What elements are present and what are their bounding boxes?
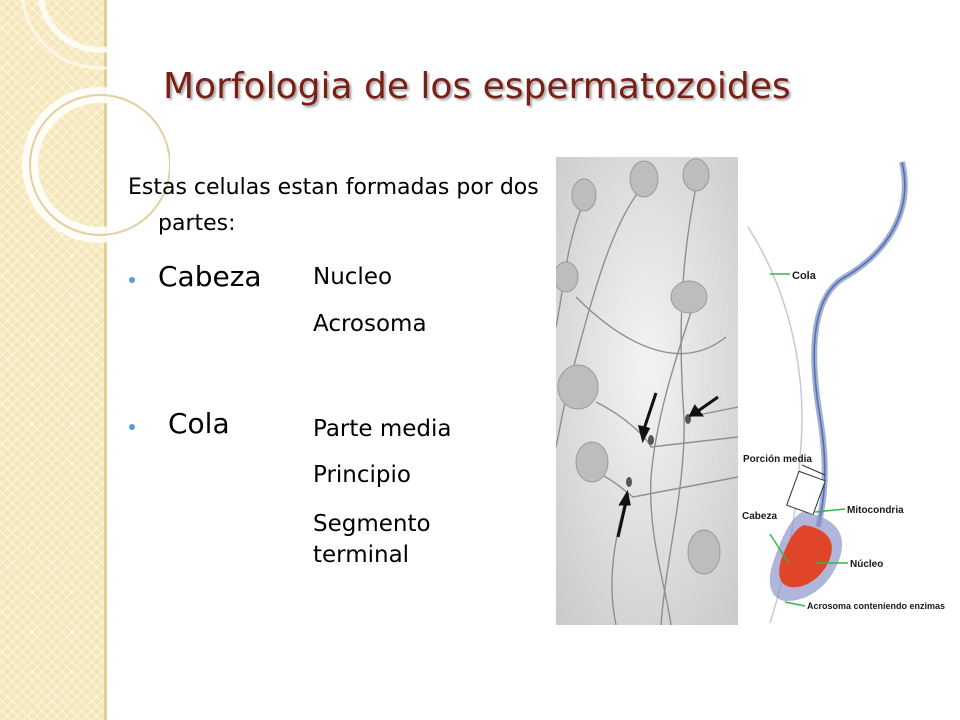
bullet-cabeza [129,277,135,283]
label-mitocondria: Mitocondria [847,505,904,516]
cabeza-item-nucleo: Nucleo [313,264,393,290]
intro-text: Estas celulas estan formadas por dos par… [128,175,539,236]
cola-item-principio: Principio [313,462,411,488]
sperm-micrograph-image [556,157,738,625]
term-cola: Cola [168,407,230,440]
bullet-cola [129,424,135,430]
label-acrosoma-enzimas: Acrosoma conteniendo enzimas [807,601,945,611]
term-cabeza: Cabeza [158,260,262,293]
label-cola: Cola [792,270,817,282]
label-nucleo: Núcleo [850,559,883,570]
slide-title: Morfologia de los espermatozoides [163,66,791,107]
decorative-band-edge [104,0,107,720]
label-cabeza: Cabeza [742,511,777,522]
decorative-rings [21,0,170,243]
cola-item-segmento-terminal: Segmento terminal [313,511,431,568]
cola-item-parte-media: Parte media [313,416,452,442]
cabeza-item-acrosoma: Acrosoma [313,311,427,337]
sperm-anatomy-diagram: Cola Porción media Mitocondria Cabeza Nú… [740,157,955,625]
label-porcion-media: Porción media [743,454,812,465]
